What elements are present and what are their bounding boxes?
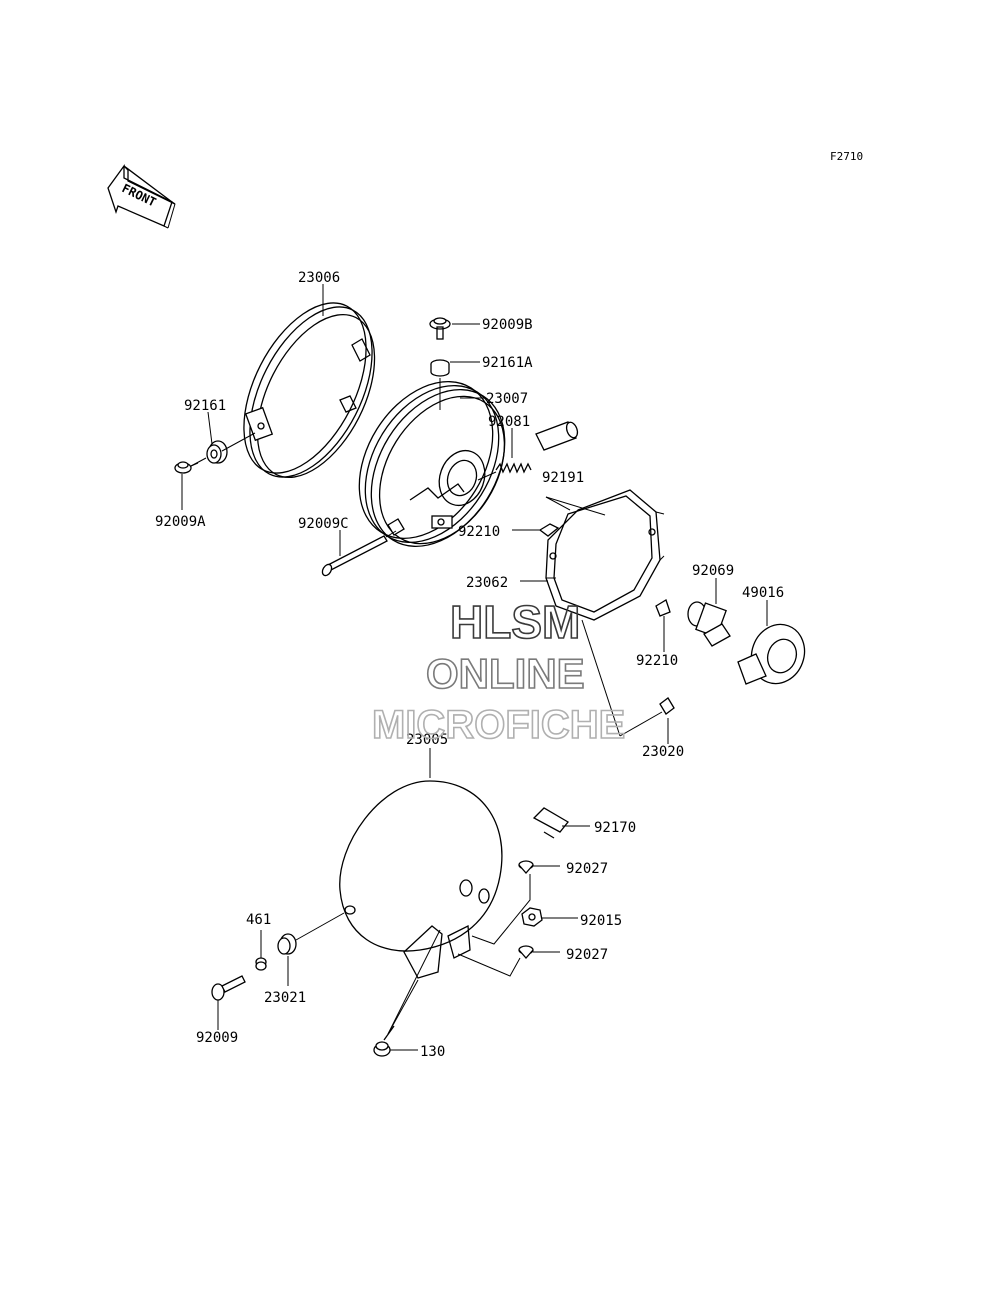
label-92081: 92081 — [488, 414, 530, 430]
headlight-bulb-92069 — [687, 601, 731, 647]
diagram-code: F2710 — [830, 150, 863, 163]
watermark: HLSM ONLINE MICROFICHE — [371, 595, 626, 748]
label-92210-lower: 92210 — [636, 653, 678, 669]
label-92170: 92170 — [594, 820, 636, 836]
tube-92191 — [535, 421, 579, 451]
grommet-23021 — [277, 933, 297, 955]
front-arrow-icon: FRONT — [107, 164, 176, 229]
label-23062: 23062 — [466, 575, 508, 591]
label-92069: 92069 — [692, 563, 734, 579]
label-92009b: 92009B — [482, 317, 533, 333]
watermark-line-1: HLSM — [450, 596, 580, 648]
bracket-92170 — [532, 807, 569, 839]
label-92009a: 92009A — [155, 514, 206, 530]
label-130: 130 — [420, 1044, 445, 1060]
label-92210-upper: 92210 — [458, 524, 500, 540]
label-92009c: 92009C — [298, 516, 349, 532]
watermark-line-2: ONLINE — [426, 650, 585, 697]
watermark-line-3: MICROFICHE — [372, 703, 625, 747]
label-92161a: 92161A — [482, 355, 533, 371]
clip-92210-lower — [655, 599, 671, 617]
label-92161: 92161 — [184, 398, 226, 414]
headlight-unit-23007 — [358, 380, 506, 548]
label-23007: 23007 — [486, 391, 528, 407]
headlight-bracket-23062 — [545, 489, 665, 621]
grommet-92161 — [206, 440, 228, 464]
collar-461 — [255, 957, 267, 971]
label-461: 461 — [246, 912, 271, 928]
label-92027-upper: 92027 — [566, 861, 608, 877]
screw-92009a — [174, 461, 199, 474]
grommet-92161a — [430, 359, 450, 377]
screw-92009b — [429, 317, 451, 340]
adjuster-spring-92081 — [495, 462, 532, 474]
label-49016: 49016 — [742, 585, 784, 601]
label-23006: 23006 — [298, 270, 340, 286]
label-92009: 92009 — [196, 1030, 238, 1046]
socket-23020 — [659, 697, 675, 715]
headlight-cover-23005 — [339, 780, 503, 979]
label-92027-lower: 92027 — [566, 947, 608, 963]
washer-92027-lower — [518, 945, 534, 959]
bolt-130 — [373, 1025, 395, 1057]
label-23020: 23020 — [642, 744, 684, 760]
screw-92009 — [211, 975, 246, 1001]
label-92191: 92191 — [542, 470, 584, 486]
adjuster-screw-92009c — [321, 535, 388, 577]
dust-cover-49016 — [737, 623, 806, 685]
nut-92015 — [521, 907, 543, 927]
label-23021: 23021 — [264, 990, 306, 1006]
label-23005: 23005 — [406, 732, 448, 748]
washer-92027-upper — [518, 860, 534, 874]
label-92015: 92015 — [580, 913, 622, 929]
headlight-rim-ring — [243, 302, 376, 479]
clip-92210-upper — [538, 523, 560, 537]
